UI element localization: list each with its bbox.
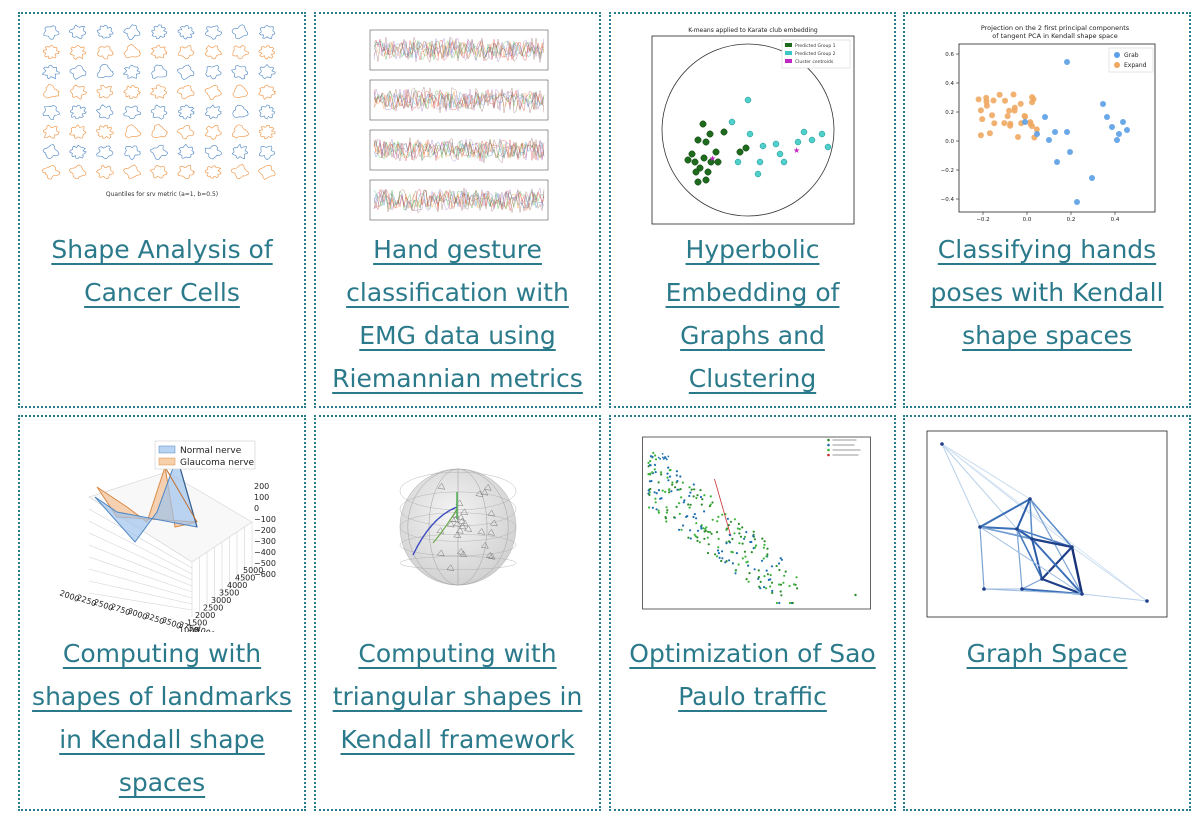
hands-title-line1: Projection on the 2 first principal comp…: [981, 24, 1130, 32]
gallery-card-hyperbolic[interactable]: K-means applied to Karate club embedding…: [609, 12, 896, 408]
svg-text:★: ★: [793, 146, 800, 155]
card-title-link[interactable]: Computing with shapes of landmarks in Ke…: [32, 639, 292, 797]
card-title[interactable]: Classifying hands poses with Kendall sha…: [913, 228, 1181, 357]
svg-text:−100: −100: [254, 515, 276, 524]
svg-text:★: ★: [709, 154, 716, 163]
svg-text:Glaucoma nerve: Glaucoma nerve: [180, 458, 255, 468]
svg-text:Cluster centroids: Cluster centroids: [795, 59, 834, 65]
svg-text:0: 0: [254, 504, 259, 513]
thumbnail-poincare-disk[interactable]: K-means applied to Karate club embedding…: [648, 22, 858, 228]
svg-text:0.4: 0.4: [1111, 217, 1120, 222]
gallery-card-graph-space[interactable]: Graph Space: [903, 415, 1191, 811]
card-title-link[interactable]: Shape Analysis of Cancer Cells: [51, 235, 273, 307]
card-title-link[interactable]: Hand gesture classification with EMG dat…: [332, 235, 583, 393]
thumbnail-cancer-cells[interactable]: Quantiles for srv metric (a=1, b=0.5): [37, 20, 287, 200]
thumbnail-pca-scatter[interactable]: Projection on the 2 first principal comp…: [937, 22, 1157, 222]
svg-text:Expand: Expand: [1124, 62, 1147, 69]
svg-text:−0.2: −0.2: [941, 168, 954, 174]
gallery-card-cancer-cells[interactable]: Quantiles for srv metric (a=1, b=0.5) Sh…: [18, 12, 306, 408]
svg-text:2500: 2500: [203, 604, 223, 613]
svg-text:0.4: 0.4: [945, 81, 954, 87]
card-title[interactable]: Hand gesture classification with EMG dat…: [324, 228, 591, 400]
svg-text:5000: 5000: [243, 566, 263, 575]
thumbnail-graph[interactable]: [922, 429, 1172, 619]
gallery-card-hand-gesture[interactable]: Hand gesture classification with EMG dat…: [314, 12, 601, 408]
gallery-card-hands-poses[interactable]: Projection on the 2 first principal comp…: [903, 12, 1191, 408]
svg-text:−500: −500: [254, 559, 276, 568]
svg-text:−200: −200: [254, 526, 276, 535]
svg-text:1500: 1500: [187, 619, 207, 628]
card-title-link[interactable]: Graph Space: [966, 639, 1128, 668]
svg-text:Predicted Group 1: Predicted Group 1: [795, 43, 836, 49]
svg-text:0.2: 0.2: [945, 110, 954, 116]
traffic-legend: [826, 438, 860, 457]
svg-text:3500: 3500: [219, 589, 239, 598]
card-title[interactable]: Graph Space: [913, 632, 1181, 675]
thumbnail-3d-nerve-plot[interactable]: Normal nerve Glaucoma nerve 2001000−100−…: [47, 427, 277, 632]
card-title[interactable]: Hyperbolic Embedding of Graphs and Clust…: [619, 228, 886, 400]
svg-text:−300: −300: [254, 537, 276, 546]
svg-text:0.2: 0.2: [1067, 217, 1076, 222]
thumbnail-sphere[interactable]: [393, 447, 523, 607]
hyperbolic-legend: Predicted Group 1 Predicted Group 2 Clus…: [781, 39, 850, 69]
svg-text:2000: 2000: [195, 611, 215, 620]
svg-text:−0.4: −0.4: [941, 197, 955, 203]
card-title[interactable]: Optimization of Sao Paulo traffic: [619, 632, 886, 718]
card-title[interactable]: Computing with shapes of landmarks in Ke…: [28, 632, 296, 804]
hyperbolic-title: K-means applied to Karate club embedding: [688, 27, 818, 34]
svg-text:4000: 4000: [227, 581, 247, 590]
card-title-link[interactable]: Computing with triangular shapes in Kend…: [332, 639, 583, 754]
card-title-link[interactable]: Hyperbolic Embedding of Graphs and Clust…: [665, 235, 840, 393]
svg-text:3000: 3000: [211, 596, 231, 605]
svg-text:0.0: 0.0: [1023, 217, 1032, 222]
thumbnail-traffic-scatter[interactable]: [630, 427, 875, 617]
landmarks-legend: Normal nerve Glaucoma nerve: [154, 440, 256, 470]
svg-text:4500: 4500: [235, 574, 255, 583]
card-title[interactable]: Shape Analysis of Cancer Cells: [28, 228, 296, 314]
svg-text:100: 100: [254, 493, 269, 502]
svg-text:−0.2: −0.2: [976, 217, 989, 222]
svg-text:4000: 4000: [194, 624, 216, 632]
card-title-link[interactable]: Classifying hands poses with Kendall sha…: [930, 235, 1164, 350]
svg-text:Grab: Grab: [1124, 52, 1139, 59]
hands-title-line2: of tangent PCA in Kendall shape space: [992, 32, 1117, 40]
svg-text:1000: 1000: [179, 626, 199, 632]
svg-text:0.0: 0.0: [945, 139, 954, 145]
gallery-card-sao-paulo[interactable]: Optimization of Sao Paulo traffic: [609, 415, 896, 811]
svg-text:0.6: 0.6: [945, 52, 954, 58]
svg-text:Normal nerve: Normal nerve: [180, 446, 242, 456]
svg-text:−600: −600: [254, 570, 276, 579]
svg-text:Predicted Group 2: Predicted Group 2: [795, 51, 836, 57]
card-title-link[interactable]: Optimization of Sao Paulo traffic: [629, 639, 876, 711]
svg-text:−400: −400: [254, 548, 276, 557]
thumbnail-emg-signals[interactable]: [358, 20, 558, 230]
card-title[interactable]: Computing with triangular shapes in Kend…: [324, 632, 591, 761]
svg-text:200: 200: [254, 482, 269, 491]
cancer-caption: Quantiles for srv metric (a=1, b=0.5): [106, 191, 218, 198]
gallery-card-triangular-shapes[interactable]: Computing with triangular shapes in Kend…: [314, 415, 601, 811]
hands-legend: Grab Expand: [1108, 47, 1154, 73]
